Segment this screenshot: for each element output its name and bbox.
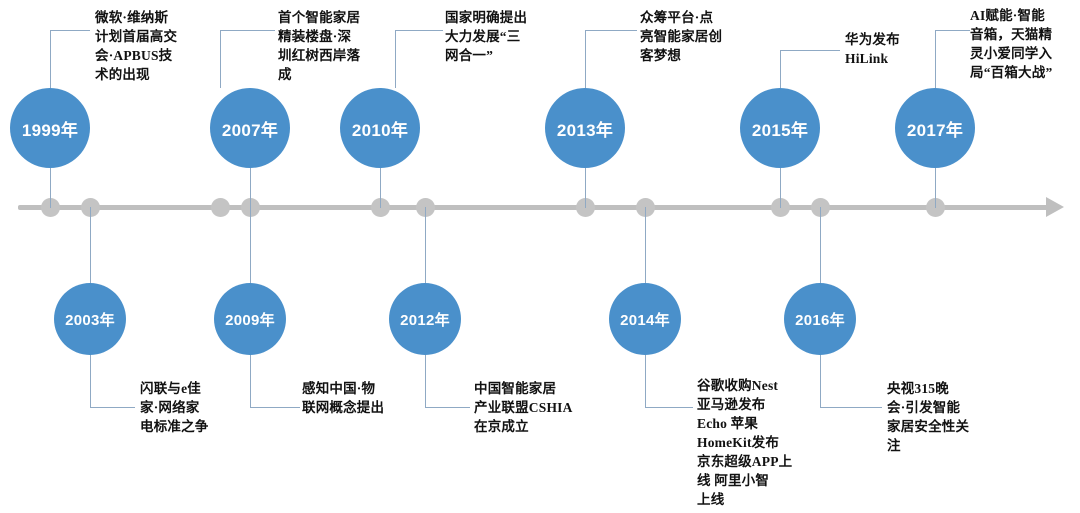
connector-elbow-2012 [425,407,470,408]
year-bubble-2010[interactable]: 2010年 [340,88,420,168]
connector-riser-2009 [250,353,251,407]
connector-riser-2010 [395,30,396,88]
connector-stem-2010 [380,165,381,208]
connector-elbow-2014 [645,407,693,408]
event-caption-2009: 感知中国·物 联网概念提出 [302,381,385,415]
connector-stem-2007 [250,165,251,208]
event-caption-2015: 华为发布 HiLink [845,32,900,66]
connector-riser-2007 [220,30,221,88]
year-bubble-2007[interactable]: 2007年 [210,88,290,168]
connector-elbow-2016 [820,407,882,408]
connector-stem-2015 [780,165,781,208]
connector-stem-2009 [250,207,251,285]
connector-riser-1999 [50,30,51,88]
connector-elbow-2015 [780,50,840,51]
event-caption-2003: 闪联与e佳 家·网络家 电标准之争 [140,381,209,434]
connector-stem-2003 [90,207,91,285]
event-caption-1999: 微软·维纳斯 计划首届高交 会·APBUS技 术的出现 [95,10,178,82]
connector-elbow-2017 [935,30,970,31]
event-caption-2013: 众筹平台·点 亮智能家居创 客梦想 [640,10,723,63]
event-caption-2017: AI赋能·智能 音箱，天猫精 灵小爱同学入 局“百箱大战” [970,8,1053,80]
connector-stem-1999 [50,165,51,208]
timeline-axis-line [18,205,1052,210]
year-bubble-2015[interactable]: 2015年 [740,88,820,168]
year-bubble-2016[interactable]: 2016年 [784,283,856,355]
event-caption-2010: 国家明确提出 大力发展“三 网合一” [445,10,528,63]
event-caption-2014: 谷歌收购Nest 亚马逊发布 Echo 苹果 HomeKit发布 京东超级APP… [697,378,793,507]
connector-elbow-1999 [50,30,90,31]
connector-stem-2016 [820,207,821,285]
event-caption-2007: 首个智能家居 精装楼盘·深 圳红树西岸落 成 [278,10,361,82]
connector-stem-2013 [585,165,586,208]
connector-riser-2014 [645,353,646,407]
connector-riser-2016 [820,353,821,407]
connector-elbow-2009 [250,407,300,408]
year-bubble-2009[interactable]: 2009年 [214,283,286,355]
connector-riser-2013 [585,30,586,88]
connector-stem-2014 [645,207,646,285]
year-bubble-2013[interactable]: 2013年 [545,88,625,168]
year-bubble-2012[interactable]: 2012年 [389,283,461,355]
connector-riser-2017 [935,30,936,88]
connector-elbow-2007 [220,30,275,31]
connector-stem-2017 [935,165,936,208]
connector-riser-2012 [425,353,426,407]
connector-stem-2012 [425,207,426,285]
year-bubble-2003[interactable]: 2003年 [54,283,126,355]
event-caption-2012: 中国智能家居 产业联盟CSHIA 在京成立 [474,381,573,434]
axis-dot [211,198,230,217]
connector-riser-2003 [90,353,91,407]
connector-elbow-2003 [90,407,135,408]
connector-elbow-2010 [395,30,443,31]
event-caption-2016: 央视315晚 会·引发智能 家居安全性关 注 [887,381,970,453]
timeline-axis-arrow-icon [1046,197,1064,217]
connector-riser-2015 [780,50,781,88]
year-bubble-2014[interactable]: 2014年 [609,283,681,355]
year-bubble-2017[interactable]: 2017年 [895,88,975,168]
connector-elbow-2013 [585,30,637,31]
year-bubble-1999[interactable]: 1999年 [10,88,90,168]
